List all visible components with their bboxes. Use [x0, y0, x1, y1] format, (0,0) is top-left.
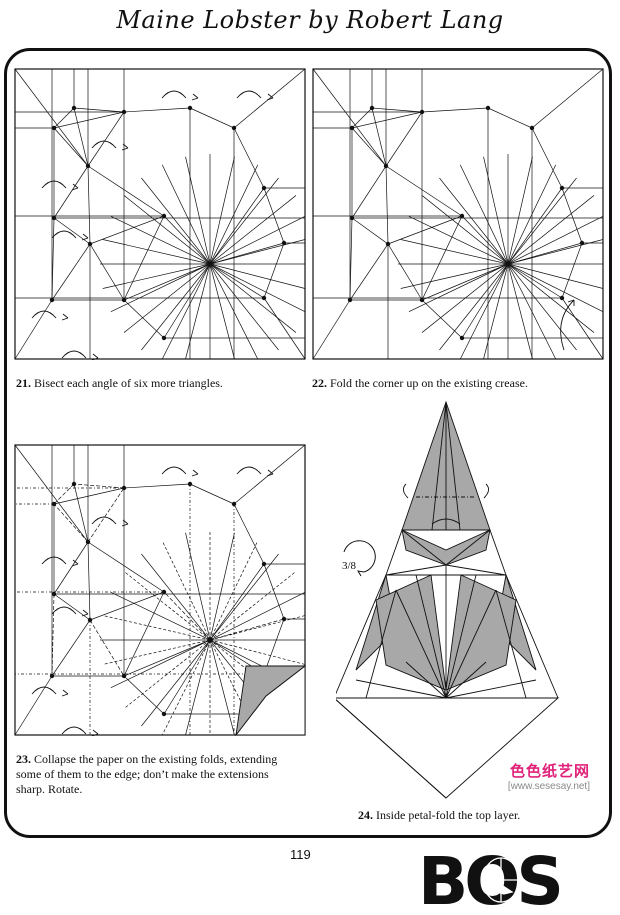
- step-24-number: 24.: [358, 808, 373, 822]
- page-number: 119: [290, 847, 311, 862]
- caption-step-23: 23. Collapse the paper on the existing f…: [16, 752, 277, 797]
- step-24-diagram: 3/8: [336, 400, 560, 799]
- caption-step-24: 24. Inside petal-fold the top layer.: [358, 808, 520, 823]
- bos-logo-text: BOS: [418, 846, 560, 908]
- caption-step-22: 22. Fold the corner up on the existing c…: [312, 376, 528, 391]
- step-21-number: 21.: [16, 376, 31, 390]
- step-22-diagram: [312, 68, 604, 360]
- step-23-number: 23.: [16, 752, 31, 766]
- step-22-number: 22.: [312, 376, 327, 390]
- watermark-url: [www.sesesay.net]: [507, 781, 590, 792]
- caption-step-21: 21. Bisect each angle of six more triang…: [16, 376, 223, 391]
- page-frame: [4, 48, 612, 838]
- step-22-text: Fold the corner up on the existing creas…: [330, 376, 528, 390]
- bos-logo: BOS: [418, 846, 564, 908]
- watermark-site-name: 色色纸艺网: [509, 762, 590, 780]
- step-23-line-3: sharp. Rotate.: [16, 782, 83, 796]
- page-title: Maine Lobster by Robert Lang: [116, 6, 504, 34]
- step-21-diagram: [14, 68, 306, 360]
- step-23-diagram: [14, 444, 306, 736]
- step-23-line-2: some of them to the edge; don’t make the…: [16, 767, 269, 781]
- step-24-text: Inside petal-fold the top layer.: [376, 808, 521, 822]
- step-21-text: Bisect each angle of six more triangles.: [34, 376, 223, 390]
- rotation-symbol: 3/8: [342, 560, 357, 572]
- step-23-line-1: Collapse the paper on the existing folds…: [34, 752, 278, 766]
- watermark: 色色纸艺网 [www.sesesay.net]: [470, 760, 590, 792]
